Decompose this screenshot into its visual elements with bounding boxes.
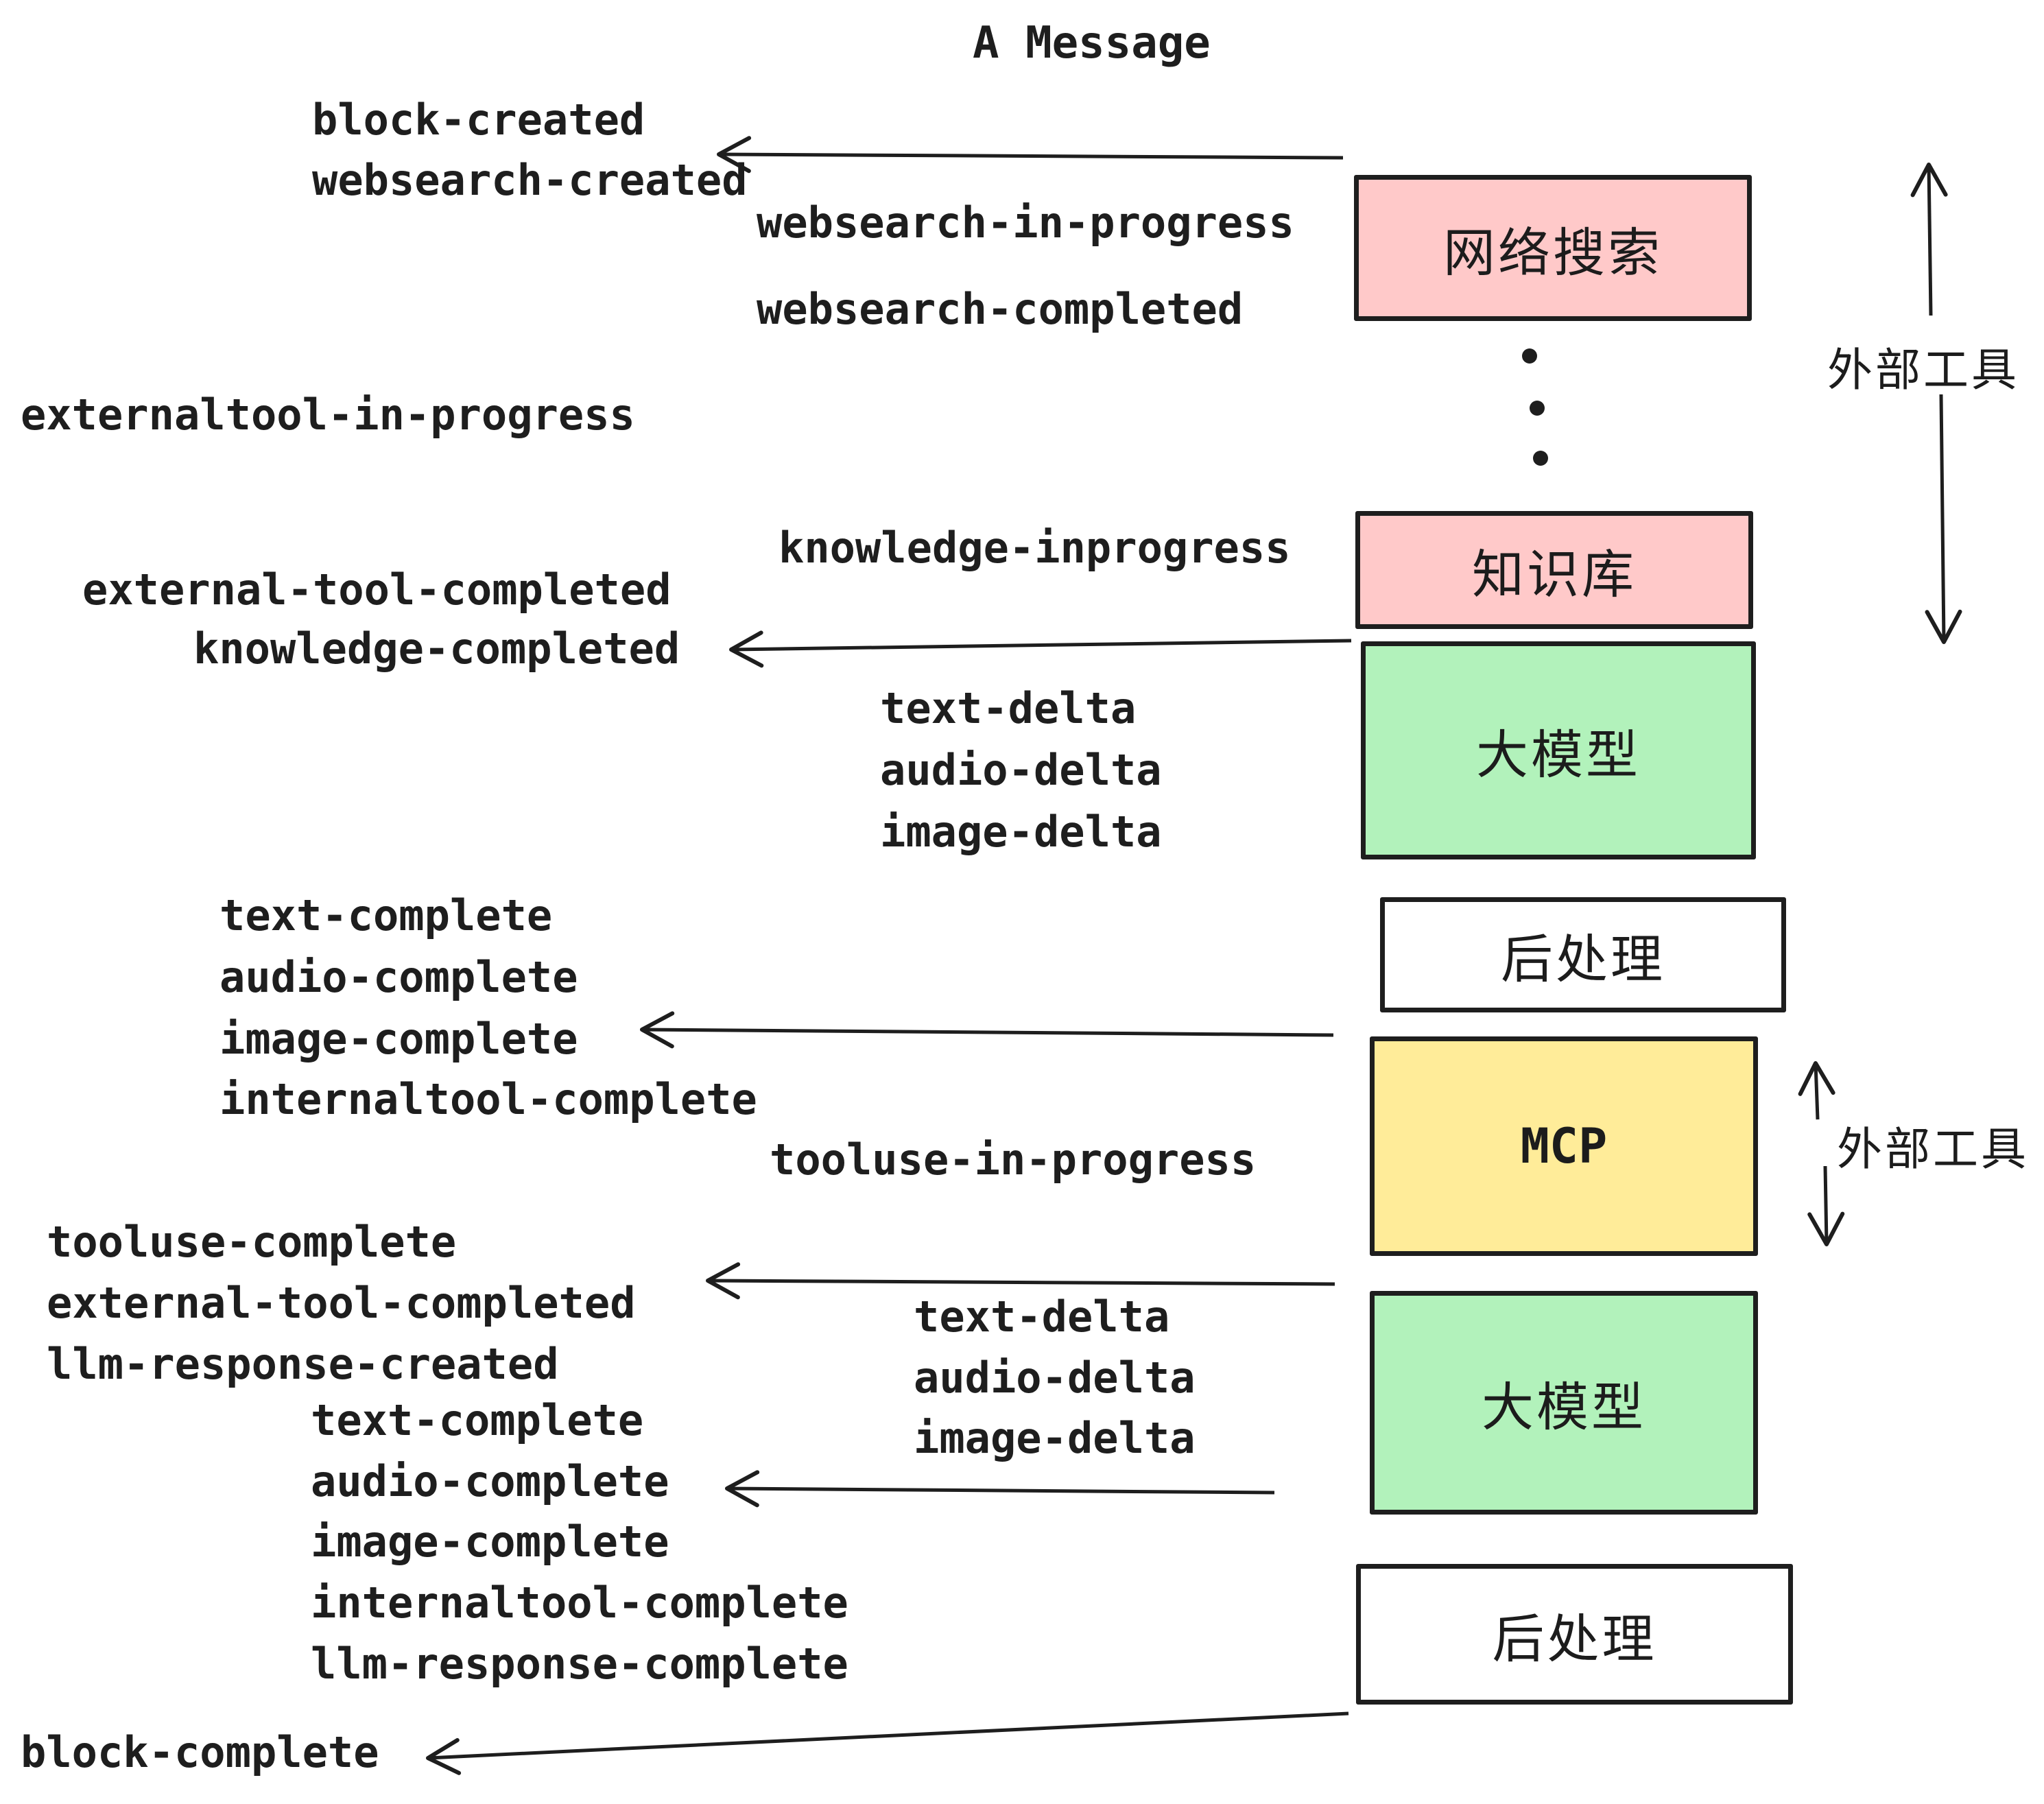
- event-label-image-complete-2: image-complete: [311, 1517, 669, 1567]
- event-label-external-tool-completed-1: external-tool-completed: [82, 565, 672, 615]
- arrow-external-tools-up: [1910, 163, 1948, 316]
- arrow-mcp-up: [1798, 1061, 1835, 1120]
- event-label-llm-response-created: llm-response-created: [47, 1339, 559, 1389]
- event-label-internaltool-complete-1: internaltool-complete: [219, 1074, 757, 1124]
- box-llm-2: 大模型: [1370, 1291, 1758, 1515]
- event-label-text-complete-1: text-complete: [219, 890, 553, 940]
- event-label-text-complete-2: text-complete: [311, 1395, 644, 1445]
- event-label-audio-delta-2: audio-delta: [914, 1353, 1196, 1403]
- annotation-external-tools-top: 外部工具: [1827, 344, 2019, 396]
- event-label-knowledge-inprogress: knowledge-inprogress: [779, 523, 1291, 573]
- event-label-websearch-completed: websearch-completed: [757, 284, 1244, 334]
- annotation-external-tools-mcp: 外部工具: [1837, 1123, 2029, 1176]
- event-label-text-delta-1: text-delta: [880, 683, 1137, 733]
- arrow-image-complete: [640, 1011, 1334, 1049]
- box-postprocess-2-label: 后处理: [1492, 1608, 1657, 1670]
- event-label-knowledge-completed: knowledge-completed: [193, 624, 680, 674]
- box-postprocess-1: 后处理: [1380, 897, 1786, 1012]
- diagram-title: A Message: [973, 18, 1211, 69]
- event-label-llm-response-complete: llm-response-complete: [311, 1639, 848, 1689]
- box-knowledge: 知识库: [1355, 511, 1753, 629]
- arrow-audio-complete: [725, 1470, 1275, 1508]
- event-label-internaltool-complete-2: internaltool-complete: [311, 1578, 848, 1628]
- box-websearch-label: 网络搜索: [1443, 222, 1663, 283]
- event-label-websearch-created: websearch-created: [312, 155, 748, 205]
- arrow-knowledge-completed: [729, 630, 1352, 668]
- event-label-tooluse-complete: tooluse-complete: [47, 1217, 457, 1267]
- event-label-image-delta-1: image-delta: [880, 807, 1162, 857]
- event-label-block-complete: block-complete: [21, 1727, 379, 1777]
- arrow-block-complete: [426, 1711, 1349, 1775]
- event-label-block-created: block-created: [312, 95, 645, 145]
- arrow-external-tools-down: [1925, 394, 1962, 644]
- event-label-image-complete-1: image-complete: [219, 1014, 578, 1064]
- event-label-externaltool-in-progress: externaltool-in-progress: [21, 390, 635, 440]
- box-mcp: MCP: [1370, 1036, 1758, 1256]
- event-label-external-tool-completed-2: external-tool-completed: [47, 1278, 636, 1328]
- event-label-text-delta-2: text-delta: [914, 1292, 1170, 1342]
- box-llm-1-label: 大模型: [1476, 724, 1641, 785]
- box-knowledge-label: 知识库: [1472, 544, 1637, 605]
- event-label-tooluse-in-progress: tooluse-in-progress: [770, 1135, 1257, 1185]
- event-label-websearch-in-progress: websearch-in-progress: [757, 198, 1294, 248]
- arrow-tooluse-complete: [706, 1262, 1335, 1300]
- event-label-image-delta-2: image-delta: [914, 1413, 1196, 1463]
- box-websearch: 网络搜索: [1354, 175, 1752, 321]
- arrow-mcp-down: [1807, 1165, 1845, 1246]
- ellipsis-dots: [1522, 348, 1548, 466]
- box-postprocess-1-label: 后处理: [1501, 929, 1665, 990]
- event-label-audio-delta-1: audio-delta: [880, 745, 1162, 795]
- box-postprocess-2: 后处理: [1356, 1564, 1793, 1705]
- event-label-audio-complete-2: audio-complete: [311, 1456, 669, 1506]
- event-label-audio-complete-1: audio-complete: [219, 952, 578, 1002]
- box-mcp-label: MCP: [1520, 1118, 1608, 1174]
- arrow-block-created: [717, 136, 1344, 174]
- box-llm-1: 大模型: [1361, 641, 1756, 859]
- box-llm-2-label: 大模型: [1482, 1377, 1646, 1438]
